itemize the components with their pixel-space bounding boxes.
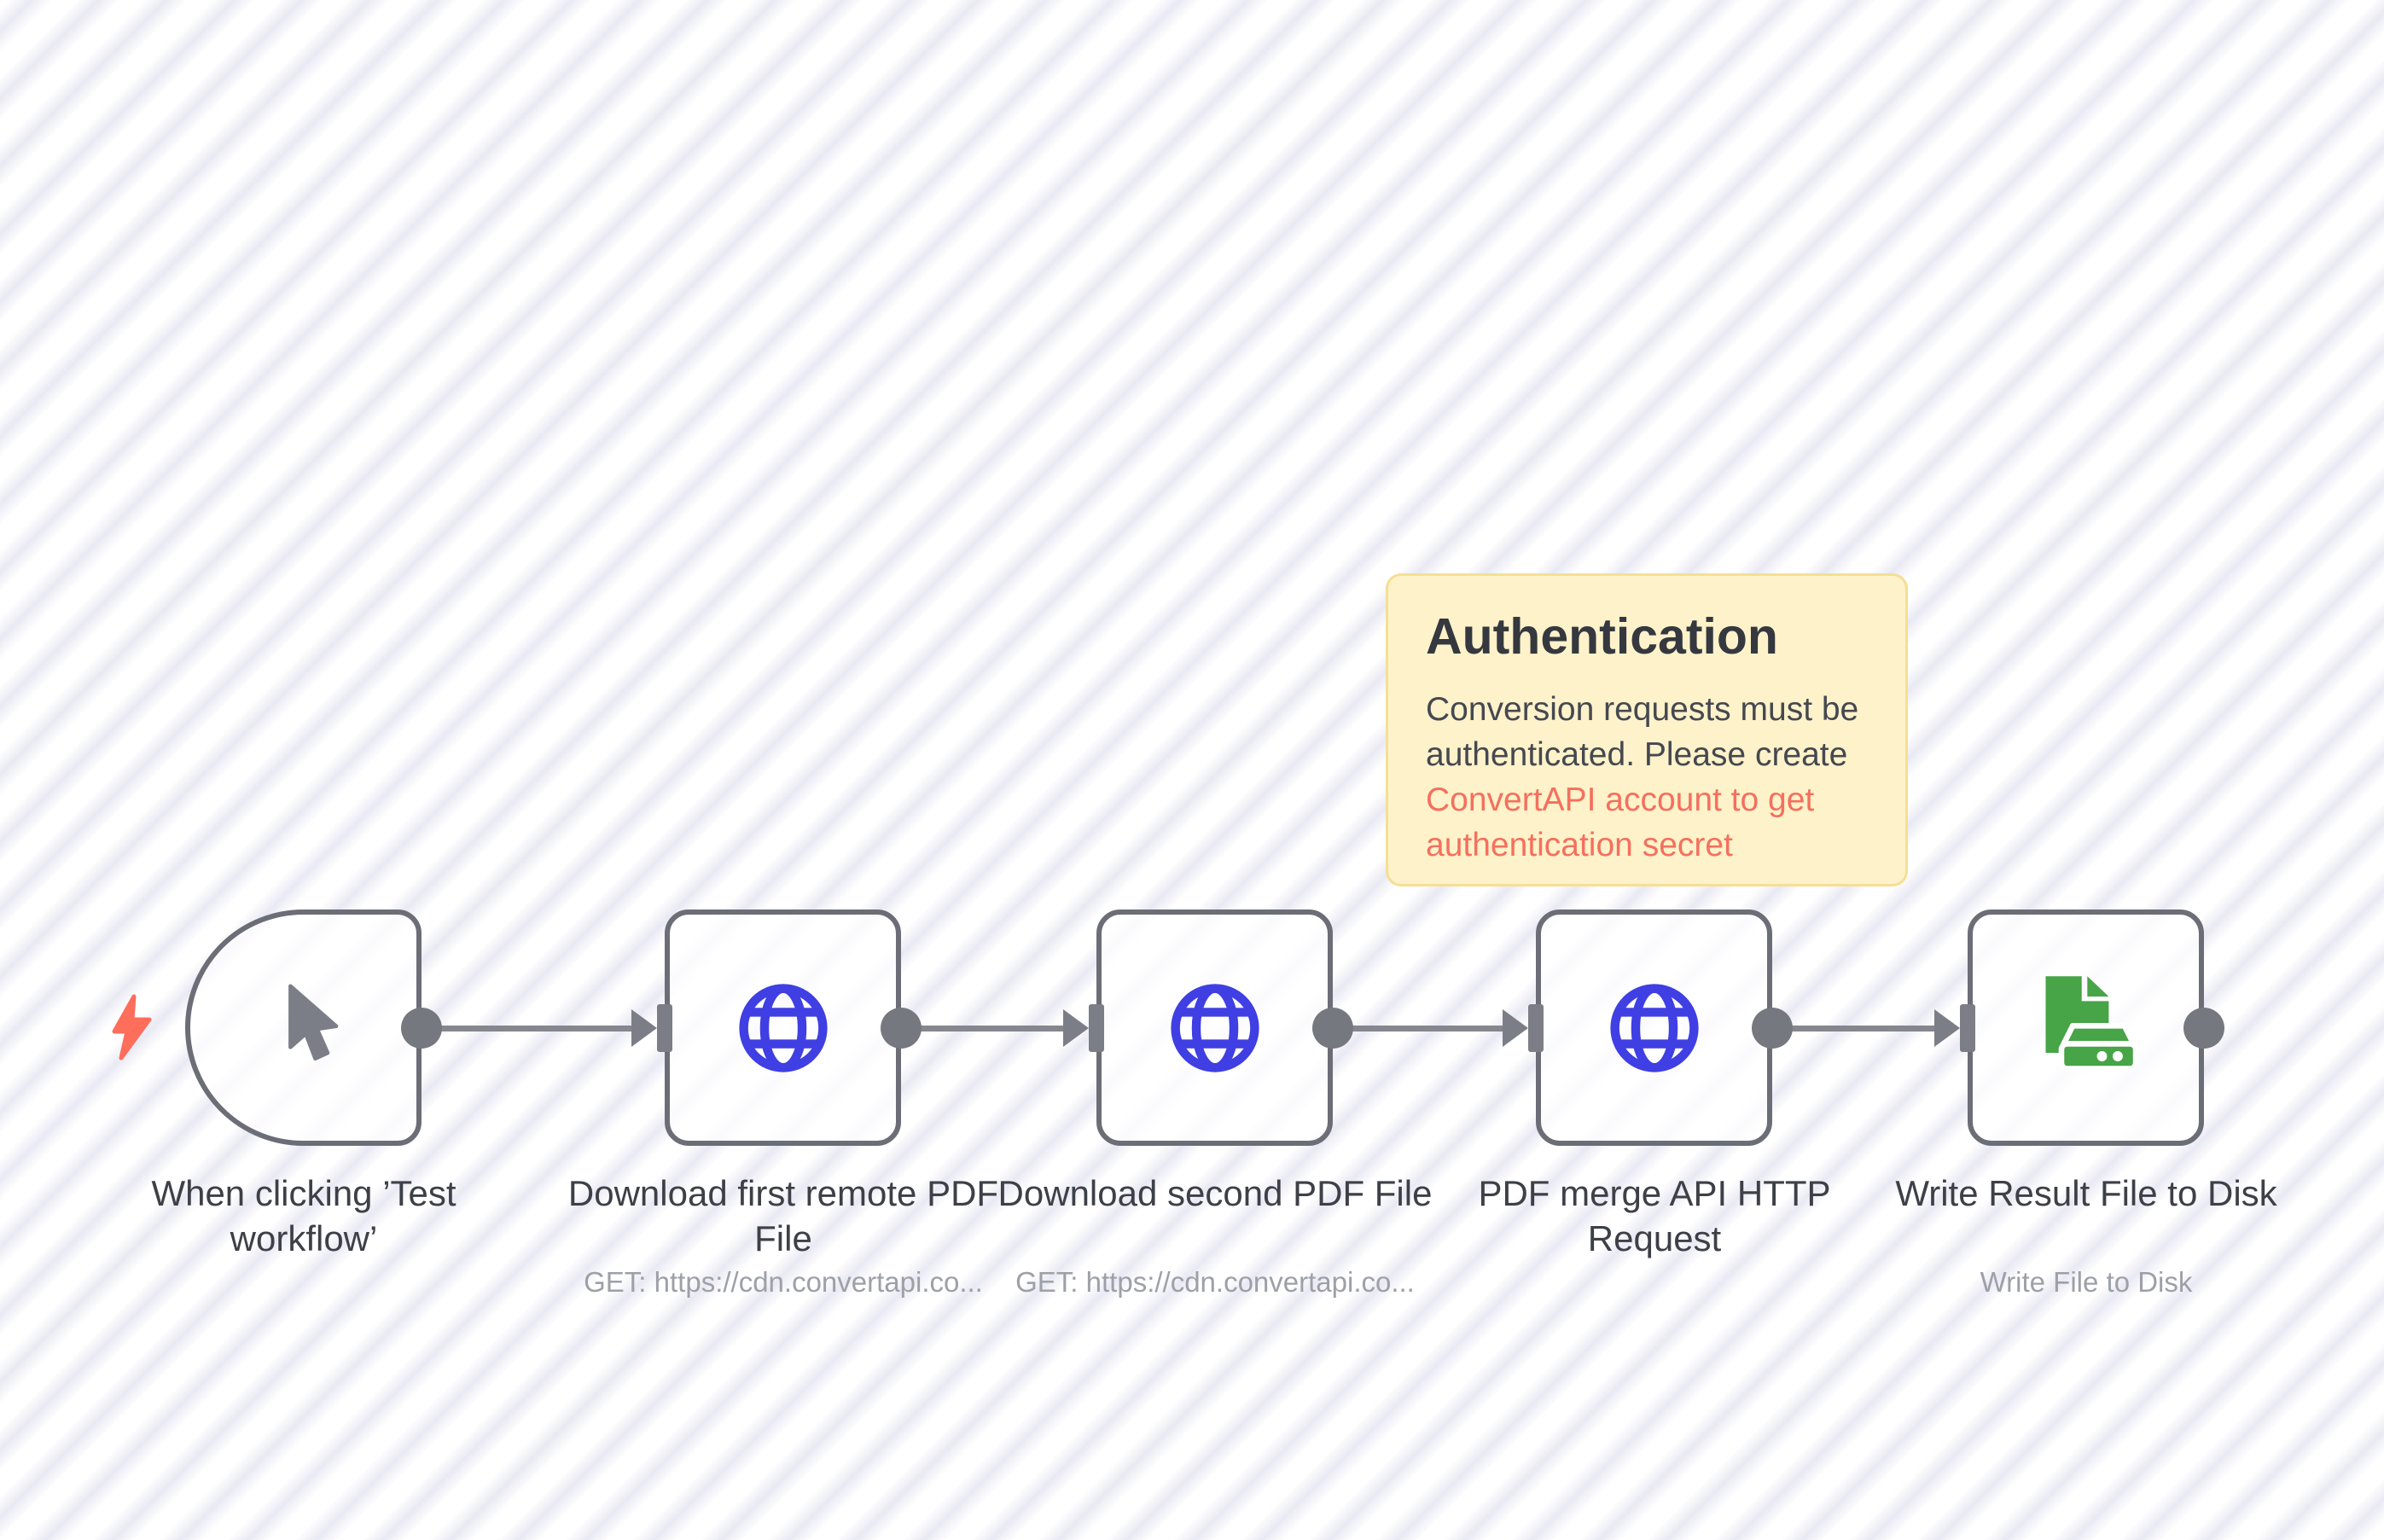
node-download-first-pdf[interactable]: [665, 909, 901, 1146]
globe-icon: [1609, 983, 1699, 1072]
node-subtitle: GET: https://cdn.convertapi.co...: [584, 1266, 983, 1298]
input-connector[interactable]: [1960, 1004, 1975, 1052]
globe-icon: [738, 983, 828, 1072]
node-manual-trigger[interactable]: [185, 909, 422, 1146]
input-connector[interactable]: [1089, 1004, 1104, 1052]
sticky-note-body: Conversion requests must be authenticate…: [1426, 691, 1859, 773]
node-label: Write Result File to Disk: [1895, 1173, 2277, 1213]
connection-line[interactable]: [901, 1026, 1063, 1032]
node-subtitle: GET: https://cdn.convertapi.co...: [1015, 1266, 1415, 1298]
connection-line[interactable]: [1772, 1026, 1934, 1032]
input-connector-arrow-icon[interactable]: [1063, 1004, 1089, 1052]
node-pdf-merge-api[interactable]: [1536, 909, 1772, 1146]
node-label: When clicking ’Test workflow’: [151, 1173, 456, 1258]
convertapi-link[interactable]: ConvertAPI account to get authentication…: [1426, 782, 1815, 863]
output-connector[interactable]: [1752, 1008, 1793, 1049]
input-connector-arrow-icon[interactable]: [1503, 1004, 1528, 1052]
input-connector[interactable]: [1528, 1004, 1544, 1052]
sticky-note[interactable]: Authentication Conversion requests must …: [1386, 573, 1908, 886]
globe-icon: [1170, 983, 1259, 1072]
node-subtitle: Write File to Disk: [1980, 1266, 2193, 1298]
cursor-icon: [288, 983, 338, 1061]
connection-line[interactable]: [1333, 1026, 1503, 1032]
output-connector[interactable]: [401, 1008, 442, 1049]
output-connector[interactable]: [881, 1008, 922, 1049]
trigger-bolt-icon: [112, 994, 152, 1061]
output-connector[interactable]: [1312, 1008, 1353, 1049]
input-connector-arrow-icon[interactable]: [1934, 1004, 1960, 1052]
connection-line[interactable]: [422, 1026, 631, 1032]
node-label: Download first remote PDF File: [567, 1173, 999, 1258]
input-connector[interactable]: [657, 1004, 672, 1052]
sticky-note-title: Authentication: [1426, 608, 1778, 665]
node-download-second-pdf[interactable]: [1096, 909, 1333, 1146]
input-connector-arrow-icon[interactable]: [631, 1004, 657, 1052]
node-label: Download second PDF File: [997, 1173, 1433, 1213]
file-disk-icon: [2044, 975, 2138, 1072]
node-write-result-file[interactable]: [1968, 909, 2204, 1146]
node-label: PDF merge API HTTP Request: [1478, 1173, 1831, 1258]
output-connector[interactable]: [2183, 1008, 2224, 1049]
